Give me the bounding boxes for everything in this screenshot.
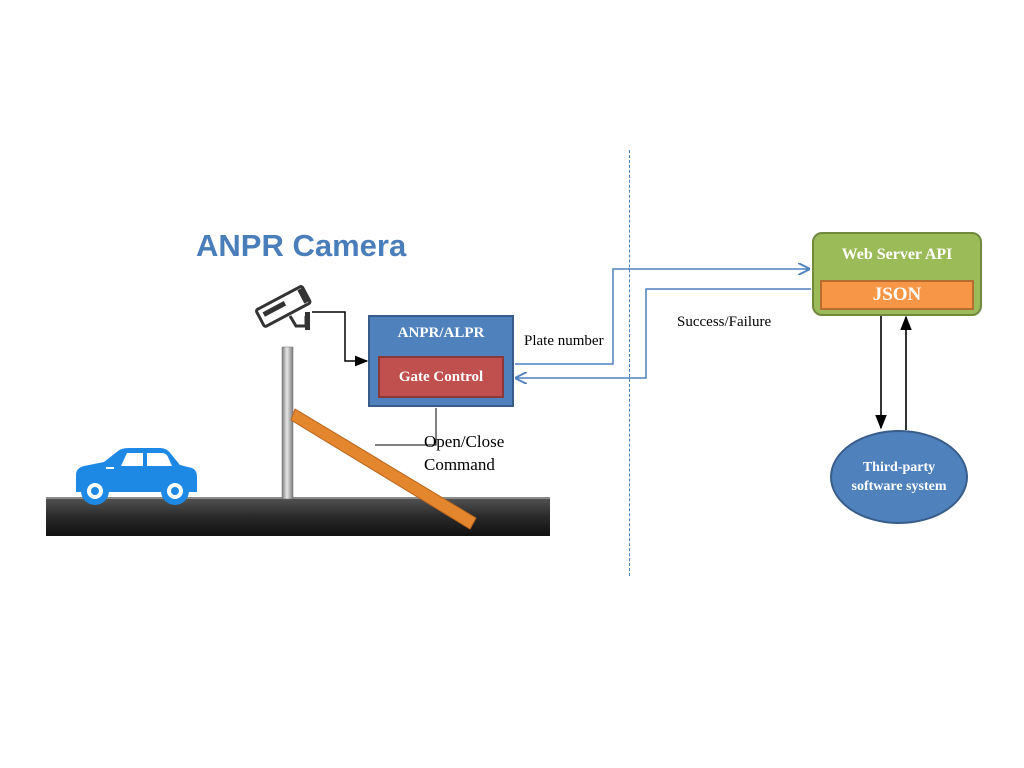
car-icon <box>76 448 197 505</box>
barrier-pole <box>281 346 294 500</box>
open-close-text: Open/Close <box>424 432 505 451</box>
web-server-api-label: Web Server API <box>841 246 953 263</box>
gate-control-box: Gate Control <box>378 356 504 398</box>
third-party-system-ellipse: Third-party software system <box>830 430 968 524</box>
plate-number-label: Plate number <box>524 333 604 349</box>
dashed-divider <box>629 150 630 576</box>
open-close-label: Open/Close Command <box>424 430 504 476</box>
diagram-title: ANPR Camera <box>196 228 407 263</box>
json-label: JSON <box>872 284 922 305</box>
barrier-arm <box>290 408 477 530</box>
cctv-camera-icon <box>255 285 312 330</box>
anpr-alpr-box: ANPR/ALPR Gate Control <box>368 315 514 407</box>
third-party-line2: software system <box>851 479 947 494</box>
gate-control-label: Gate Control <box>398 368 484 385</box>
success-failure-label: Success/Failure <box>677 314 772 330</box>
third-party-line1: Third-party <box>862 460 936 475</box>
web-server-api-box: Web Server API JSON <box>812 232 982 316</box>
camera-to-anpr-arrow <box>312 311 369 367</box>
command-text: Command <box>424 455 495 474</box>
plate-number-connector <box>515 269 809 365</box>
anpr-alpr-label: ANPR/ALPR <box>397 325 485 341</box>
open-close-callout-line <box>375 408 437 446</box>
json-box: JSON <box>820 280 974 310</box>
success-failure-connector <box>516 288 811 378</box>
